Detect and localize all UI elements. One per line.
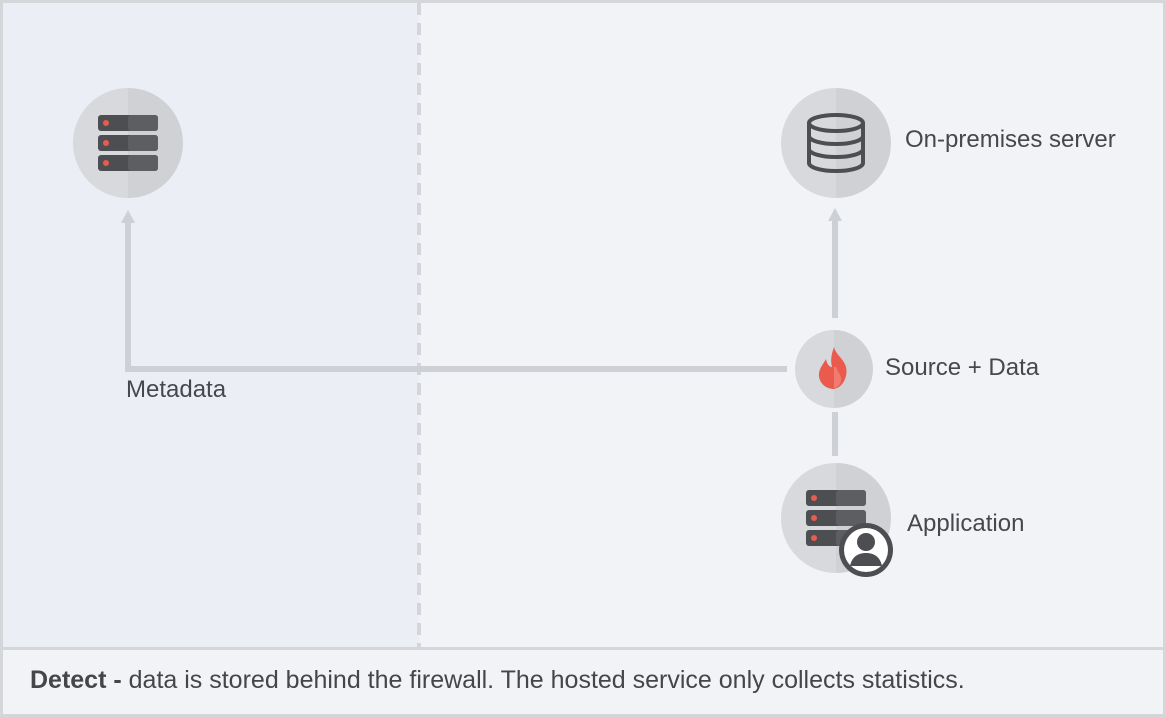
application-node [781, 463, 893, 577]
metadata-connector-vertical [125, 222, 131, 372]
metadata-connector-horizontal [125, 366, 787, 372]
database-icon [806, 113, 866, 173]
hosted-zone [3, 3, 419, 647]
on-premises-server-node [781, 88, 891, 198]
flame-icon [814, 345, 854, 391]
application-to-source-connector [832, 412, 838, 456]
hosted-service-node [73, 88, 183, 198]
metadata-label: Metadata [126, 376, 227, 403]
metadata-arrowhead-icon [120, 208, 136, 224]
application-label: Application [907, 510, 1025, 537]
source-data-label: Source + Data [885, 354, 1040, 381]
caption-text: data is stored behind the firewall. The … [121, 666, 965, 694]
source-to-server-connector [832, 220, 838, 318]
on-premises-server-label: On-premises server [905, 126, 1116, 153]
firewall-divider [417, 3, 421, 647]
caption-bar: Detect - data is stored behind the firew… [3, 647, 1163, 714]
server-user-icon [804, 488, 899, 580]
caption-bold: Detect - [30, 666, 122, 694]
caption: Detect - data is stored behind the firew… [30, 666, 965, 695]
server-rack-icon [96, 113, 160, 175]
source-data-node [795, 330, 873, 408]
server-arrowhead-icon [827, 206, 843, 222]
